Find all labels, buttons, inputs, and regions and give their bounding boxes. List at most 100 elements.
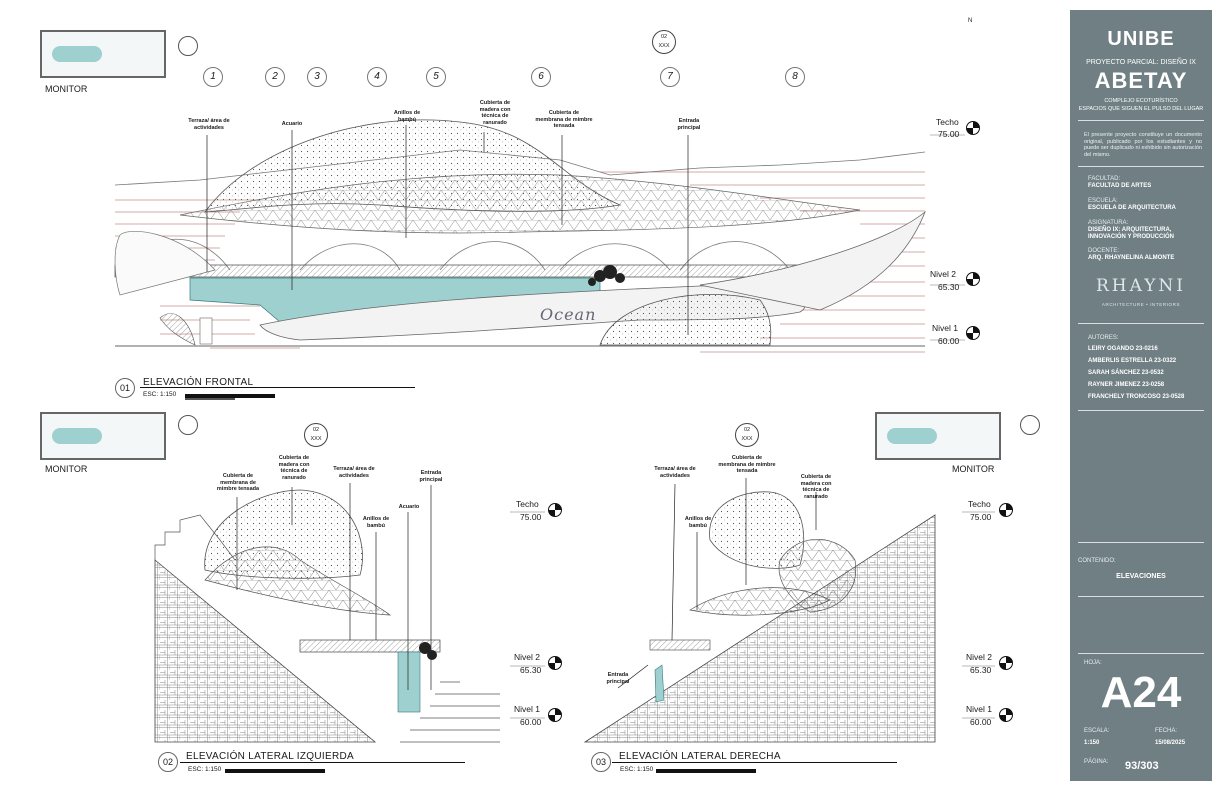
project-tagline: ESPACIOS QUE SIGUEN EL PULSO DEL LUGAR [1078,106,1204,112]
note-membrana: Cubierta de membrana de mimbre tensada [718,455,776,474]
north-arrow-icon [178,415,198,435]
monitor-label-front: MONITOR [45,84,88,94]
level-nivel2-value: 65.30 [520,665,542,675]
north-mark: N [968,18,973,24]
entrance-arch [599,294,772,346]
level-techo-name: Techo [936,117,959,127]
level-nivel1-name: Nivel 1 [932,323,958,333]
right-entrance-shape [654,664,665,703]
view-title: ELEVACIÓN LATERAL DERECHA [619,751,781,762]
left-membrane-roof [204,546,392,616]
level-nivel2-name: Nivel 2 [930,269,956,279]
left-terrace [299,639,441,653]
monitor-minimap-left [40,412,166,460]
right-terrace [649,639,711,651]
left-vegetation [419,642,437,660]
unibe-logo: UNIBE [1107,28,1175,50]
level-nivel1-value: 60.00 [970,717,992,727]
left-steps [400,681,500,743]
facultad-label: FACULTAD: [1088,176,1121,182]
axis-marker: 7 [660,67,680,87]
front-elevation-drawing [114,119,965,353]
level-marker-icon [999,708,1013,722]
level-techo-value: 75.00 [520,512,542,522]
level-nivel1-name: Nivel 1 [966,704,992,714]
view-scale: ESC: 1:150 [620,766,654,773]
divider [1078,120,1204,121]
note-terraza: Terraza/ área de actividades [188,118,230,131]
level-nivel2-name: Nivel 2 [966,652,992,662]
page-number: 93/303 [1125,760,1159,772]
level-marker-icon [999,656,1013,670]
docente-label: DOCENTE: [1088,248,1120,254]
level-techo-name: Techo [968,499,991,509]
left-elevation-drawing [154,489,545,743]
section-mark-top: 02 [312,427,320,433]
right-elevation-drawing [583,491,995,743]
escuela-value: ESCUELA DE ARQUITECTURA [1088,205,1176,211]
section-mark-top: 02 [743,427,751,433]
note-entrada: Entrada principal [606,672,630,685]
arch-structure [124,238,791,271]
minimap-water [887,428,937,444]
divider [1078,653,1204,654]
note-madera: Cubierta de madera con técnica de ranura… [479,100,511,126]
docente-value: ARQ. RHAYNELINA ALMONTE [1088,255,1175,261]
axis-marker: 1 [203,67,223,87]
author-name: AMBERLIS ESTRELLA 23-0322 [1088,358,1177,364]
project-subtitle: COMPLEJO ECOTURÍSTICO [1104,98,1178,104]
note-entrada: Entrada principal [419,470,443,483]
level-marker-icon [966,326,980,340]
view-scale: ESC: 1:150 [143,391,177,398]
disclaimer: El presente proyecto constituye un docum… [1084,132,1202,158]
view-number: 02 [158,752,178,772]
annotation-leaders [206,125,817,690]
level-nivel1-value: 60.00 [520,717,542,727]
section-mark-bottom: XXX [310,436,322,442]
left-door [199,317,213,345]
fecha-value: 15/08/2025 [1155,740,1186,746]
left-stepped-terrain [154,514,236,561]
level-nivel1-value: 60.00 [938,336,960,346]
studio-logo: RHAYNI [1095,276,1187,296]
autores-label: AUTORES: [1088,335,1119,341]
axis-marker: 5 [426,67,446,87]
level-nivel2-value: 65.30 [938,282,960,292]
level-lines-right [962,511,995,719]
fecha-label: FECHA: [1155,728,1178,734]
hoja-label: HOJA: [1084,660,1102,666]
divider [1078,410,1204,411]
note-madera: Cubierta de madera con técnica de ranura… [800,474,832,500]
view-number: 01 [115,378,135,398]
divider [1078,323,1204,324]
monitor-minimap-right [875,412,1001,460]
right-membrane-roof [689,587,831,616]
escala-label: ESCALA: [1084,728,1110,734]
minimap-water [52,46,102,62]
author-name: LEIRY OGANDO 23-0216 [1088,346,1158,352]
monitor-label-right: MONITOR [952,464,995,474]
section-mark-top: 02 [660,34,668,40]
escuela-label: ESCUELA: [1088,198,1118,204]
level-lines-left [510,511,545,719]
section-mark-bottom: XXX [741,436,753,442]
escala-value: 1:150 [1084,740,1100,746]
project-name: ABETAY [1094,68,1188,93]
monitor-label-left: MONITOR [45,464,88,474]
author-name: SARAH SÁNCHEZ 23-0532 [1088,370,1164,376]
axis-marker: 8 [785,67,805,87]
axis-marker: 4 [367,67,387,87]
note-anillos: Anillos de bambú [362,516,390,529]
section-mark-bottom: XXX [658,43,670,49]
title-scale-bars [140,387,897,773]
note-anillos: Anillos de bambú [393,110,421,123]
pagina-label: PÁGINA: [1084,759,1109,765]
note-madera: Cubierta de madera con técnica de ranura… [278,455,310,481]
author-name: RAYNER JIMENEZ 23-0258 [1088,382,1165,388]
note-anillos: Anillos de bambú [684,516,712,529]
level-marker-icon [966,121,980,135]
level-marker-icon [966,272,980,286]
axis-marker: 2 [265,67,285,87]
minimap-water [52,428,102,444]
